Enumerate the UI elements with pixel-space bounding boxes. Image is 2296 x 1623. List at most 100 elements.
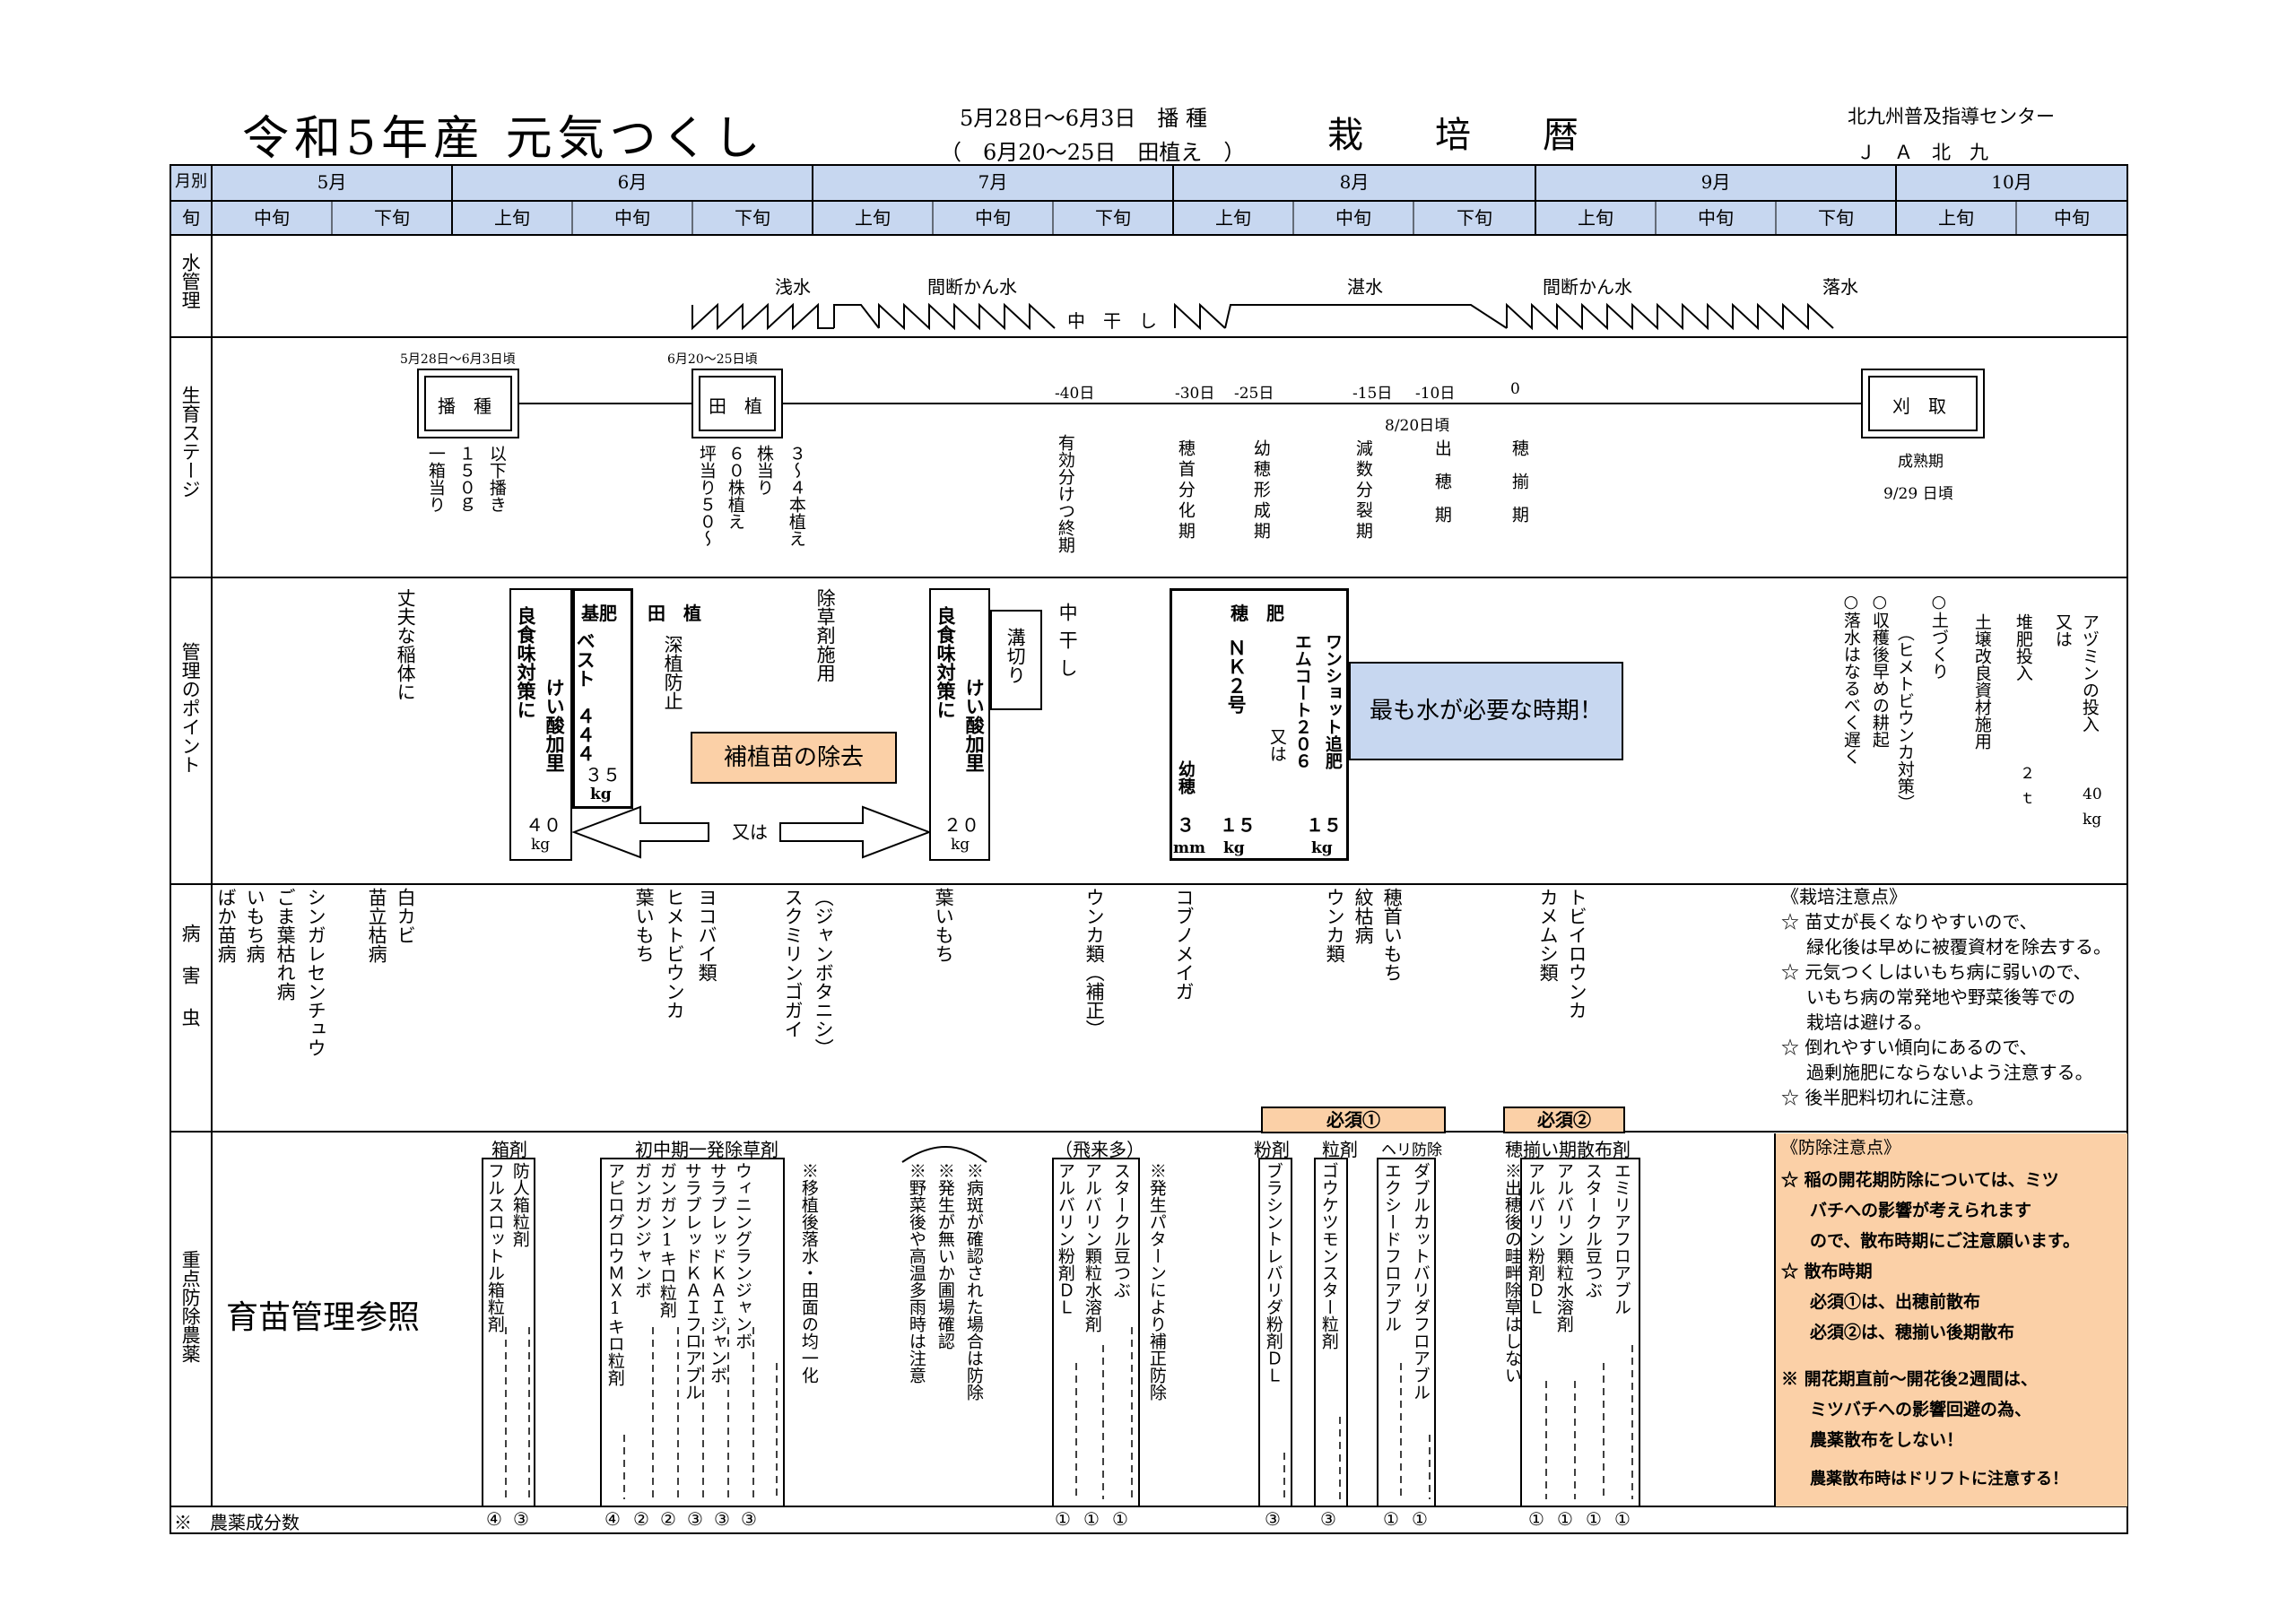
required-1-badge: 必須①: [1261, 1107, 1446, 1133]
period-cell: 下旬: [1457, 207, 1492, 229]
chem-note: ※野菜後や高温多雨時は注意: [906, 1162, 926, 1384]
unit-mm: mm: [1173, 839, 1205, 857]
ingredient-count: ②: [660, 1508, 676, 1530]
point-silicate-1-amount: ４０: [526, 814, 561, 836]
point-tillage: ○収穫後早めの耕起: [1869, 592, 1890, 748]
sow-label: 播 種: [438, 395, 491, 417]
point-compost-unit: ｔ: [2020, 790, 2035, 808]
period-cell: 上旬: [494, 207, 530, 229]
control-note: ので、散布時期にご注意願います。: [1810, 1231, 2080, 1251]
sow-date: 5月28日～6月3日頃: [400, 352, 516, 367]
point-azumin: アヅミンの投入: [2079, 613, 2100, 733]
plant-note: ６０株植え: [725, 445, 745, 530]
plant-note: 株当り: [753, 445, 774, 496]
stage-heading: 出穂期: [1431, 439, 1452, 539]
pest-item: 白カビ: [395, 888, 417, 944]
point-planting: 田 植: [648, 603, 701, 624]
ingredient-label: ※ 農薬成分数: [174, 1512, 300, 1533]
chem-item: サラブレッドＫＡＩジャンボ: [707, 1162, 727, 1384]
chem-item: エクシードフロアブル: [1381, 1162, 1402, 1332]
chem-herbicide-title: 初中期一発除草剤: [635, 1139, 778, 1160]
basal-fert-box: [572, 588, 633, 809]
period-cell: 下旬: [735, 207, 770, 229]
cultivation-note: 緑化後は早めに被覆資材を除去する。: [1806, 936, 2111, 958]
point-strong-plant: 丈夫な稲体に: [395, 588, 417, 701]
chem-item: アルバリン粉剤ＤＬ: [1055, 1162, 1075, 1315]
control-notes-title: 《防除注意点》: [1781, 1138, 1901, 1158]
pest-item: ヨコバイ類: [696, 888, 718, 982]
point-herbicide: 除草剤施用: [814, 588, 837, 682]
water-kanketsu-1: 間断かん水: [927, 276, 1017, 298]
point-or-2: 又は: [1266, 728, 1287, 762]
unit-kg: kg: [590, 785, 612, 803]
period-cell: 中旬: [975, 207, 1011, 229]
sow-note: １５０ｇ: [456, 445, 476, 513]
point-panicle-mm: ３: [1177, 814, 1195, 836]
plant-note: 坪当り５０～: [696, 445, 717, 547]
pest-item: トビイロウンカ: [1566, 888, 1588, 1020]
point-panicle-fert: 穂 肥: [1231, 603, 1284, 624]
ingredient-count: ①: [1112, 1508, 1128, 1530]
point-or: 又は: [732, 821, 768, 843]
period-cell: 中旬: [1335, 207, 1371, 229]
ingredient-count: ③: [687, 1508, 703, 1530]
chem-heli-title: ヘリ防除: [1381, 1141, 1442, 1159]
point-nk2: ＮＫ２号: [1225, 638, 1248, 714]
pest-item: 苗立枯病: [366, 888, 388, 963]
ingredient-count: ③: [513, 1508, 529, 1530]
stage-meiosis: 減数分裂期: [1352, 439, 1373, 542]
unit-kg: kg: [951, 836, 970, 854]
cultivation-notes-title: 《栽培注意点》: [1781, 886, 1907, 907]
chem-note: ※発生が無いか圃場確認: [935, 1162, 955, 1350]
point-soil-amend: 土壌改良資材施用: [1971, 613, 1992, 750]
ingredient-count: ③: [1320, 1508, 1336, 1530]
org-ja: Ｊ Ａ 北 九: [1857, 142, 1988, 163]
chem-item: ウィニングランジャンボ: [732, 1162, 752, 1350]
day-minus-30: -30日: [1175, 385, 1215, 403]
day-zero: 0: [1510, 380, 1520, 398]
day-minus-25: -25日: [1234, 385, 1274, 403]
water-nakaboshi: 中 干 し: [1067, 310, 1157, 332]
chem-item: アルバリン粉剤ＤＬ: [1525, 1162, 1545, 1315]
heading-date: 8/20日頃: [1385, 417, 1450, 435]
document-title: 栽 培 暦: [1327, 115, 1578, 156]
control-note: ☆ 稲の開花期防除については、ミツ: [1781, 1170, 2059, 1190]
row-label-chem: 重点防除農薬: [179, 1250, 202, 1363]
planting-schedule: （ 6月20～25日 田植え ）: [940, 140, 1246, 165]
period-cell: 中旬: [1698, 207, 1734, 229]
water-rakusui: 落水: [1822, 276, 1858, 298]
groove-box: [990, 610, 1042, 710]
chem-full-heading-title: 穂揃い期散布剤: [1505, 1139, 1631, 1160]
ingredient-count: ②: [633, 1508, 649, 1530]
required-2-badge: 必須②: [1503, 1107, 1625, 1133]
point-taste-1: 良食味対策に: [515, 606, 538, 719]
chem-powder-title: 粉剤: [1254, 1139, 1290, 1160]
chem-item: ブラシントレバリダ粉剤ＤＬ: [1263, 1162, 1283, 1384]
period-cell: 中旬: [254, 207, 290, 229]
nursery-reference: 育苗管理参照: [226, 1299, 421, 1336]
chem-box-title: 箱剤: [491, 1139, 527, 1160]
cultivation-note: ☆ 後半肥料切れに注意。: [1781, 1087, 1985, 1108]
month-june: 6月: [617, 171, 648, 193]
water-tanmizu: 湛水: [1347, 276, 1383, 298]
period-cell: 下旬: [1818, 207, 1854, 229]
pest-item: ばか苗病: [215, 888, 238, 963]
unit-kg: kg: [531, 836, 551, 854]
point-amt-15a: １５: [1220, 814, 1256, 836]
stage-tiller-end: 有効分けつ終期: [1055, 434, 1075, 553]
pest-item: ヒメトビウンカ: [664, 888, 686, 1020]
cultivation-note: いもち病の常発地や野菜後等での: [1806, 986, 2075, 1008]
chem-note: ※病斑が確認された場合は防除: [963, 1162, 984, 1401]
water-critical-badge: 最も水が必要な時期！: [1349, 662, 1623, 760]
chem-item: サラブレッドＫＡＩフロアブル: [682, 1162, 702, 1401]
point-taste-2: 良食味対策に: [935, 606, 958, 719]
unit-kg: kg: [1223, 839, 1245, 857]
ingredient-count: ③: [1265, 1508, 1281, 1530]
ingredient-count: ④: [604, 1508, 621, 1530]
month-september: 9月: [1700, 171, 1731, 193]
pest-item: スクミリンゴガイ: [782, 888, 804, 1038]
fert-box-1: [509, 588, 572, 861]
unit-kg: kg: [1311, 839, 1333, 857]
period-label: 旬: [182, 207, 200, 229]
pest-item: 葉いもち: [633, 888, 656, 963]
